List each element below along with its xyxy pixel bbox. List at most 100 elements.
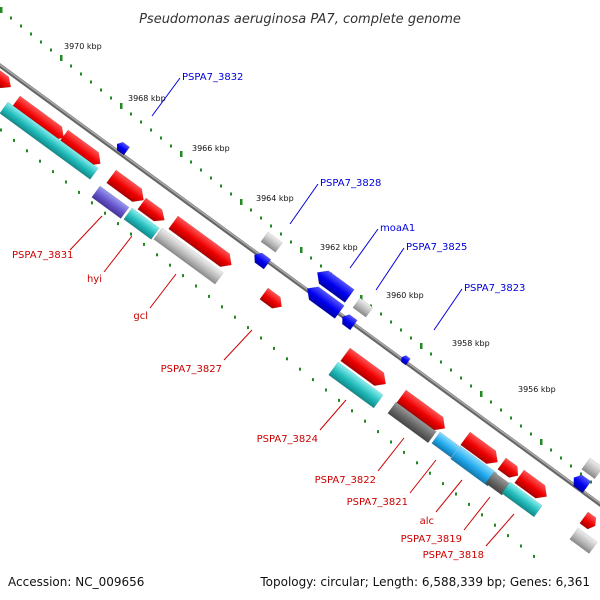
map-title: Pseudomonas aeruginosa PA7, complete gen… xyxy=(139,12,461,27)
gene-label-bottom[interactable]: hyi xyxy=(87,274,102,285)
gene-arrow[interactable] xyxy=(303,282,345,319)
gene-arrow-shape xyxy=(497,457,519,478)
scale-dot xyxy=(182,274,184,278)
gene-arrow[interactable] xyxy=(396,389,450,435)
scale-dot xyxy=(480,391,483,397)
scale-dot xyxy=(273,346,275,350)
scale-dot xyxy=(78,190,80,194)
rna-feature[interactable] xyxy=(328,361,384,409)
rna-feature-shape xyxy=(123,207,160,240)
rna-feature[interactable] xyxy=(123,207,160,240)
gene-label-bottom[interactable]: PSPA7_3827 xyxy=(161,364,222,375)
gene-label-top[interactable]: PSPA7_3825 xyxy=(406,242,467,253)
misc-feature[interactable] xyxy=(260,231,283,253)
misc-feature[interactable] xyxy=(352,297,374,318)
misc-feature[interactable] xyxy=(387,401,437,444)
gene-arrow-shape xyxy=(514,469,548,499)
scale-dot xyxy=(0,128,2,132)
misc-feature[interactable] xyxy=(569,527,598,554)
misc-feature-shape xyxy=(153,227,224,285)
misc-feature[interactable] xyxy=(485,471,511,496)
gene-arrow[interactable] xyxy=(340,347,391,390)
gene-label-bottom[interactable]: gcl xyxy=(133,311,148,322)
gene-arrow-shape xyxy=(168,215,232,267)
genome-backbone xyxy=(0,63,600,507)
scale-dot xyxy=(540,439,543,445)
gene-arrow-shape xyxy=(342,314,358,331)
scale-dot xyxy=(150,128,152,132)
gene-arrow[interactable] xyxy=(579,511,600,532)
scale-dot xyxy=(280,232,282,236)
scale-dot xyxy=(160,136,162,140)
backbone-line xyxy=(0,63,600,507)
rna-feature[interactable] xyxy=(0,101,99,180)
gene-arrow[interactable] xyxy=(460,431,503,469)
kbp-tick-label: 3968 kbp xyxy=(128,94,166,103)
label-leader-line xyxy=(103,235,133,273)
accession-text: Accession: NC_009656 xyxy=(8,575,144,589)
gene-label-top[interactable]: PSPA7_3823 xyxy=(464,283,525,294)
scale-dot xyxy=(130,112,132,116)
scale-dot xyxy=(494,523,496,527)
gene-label-top[interactable]: PSPA7_3832 xyxy=(182,72,243,83)
scale-dot xyxy=(403,450,405,454)
label-leader-line xyxy=(349,228,379,269)
gene-label-top[interactable]: moaA1 xyxy=(380,223,415,234)
gene-label-bottom[interactable]: PSPA7_3819 xyxy=(401,534,462,545)
gene-arrow[interactable] xyxy=(514,469,552,503)
gene-arrow[interactable] xyxy=(0,65,15,93)
gene-arrow[interactable] xyxy=(114,140,131,156)
gene-arrow-shape xyxy=(400,355,411,366)
gene-arrow[interactable] xyxy=(339,312,358,331)
gene-label-bottom[interactable]: alc xyxy=(420,516,434,527)
gene-label-bottom[interactable]: PSPA7_3821 xyxy=(347,497,408,508)
scale-dot xyxy=(400,328,402,332)
kbp-tick-label: 3960 kbp xyxy=(386,291,424,300)
gene-arrow[interactable] xyxy=(106,169,149,207)
rna-feature[interactable] xyxy=(431,431,460,458)
scale-dot xyxy=(455,492,457,496)
scale-dot xyxy=(230,192,232,196)
scale-dot xyxy=(430,352,432,356)
scale-dot xyxy=(533,554,535,558)
gene-label-bottom[interactable]: PSPA7_3824 xyxy=(257,434,318,445)
rna-feature[interactable] xyxy=(450,445,498,487)
label-leader-line xyxy=(409,459,437,494)
scale-dot xyxy=(460,376,462,380)
scale-dot xyxy=(390,320,392,324)
gene-arrow[interactable] xyxy=(313,266,355,303)
gene-arrow[interactable] xyxy=(259,287,286,312)
scale-dot xyxy=(270,224,272,228)
rna-feature[interactable] xyxy=(501,481,543,518)
label-leader-line xyxy=(289,183,319,225)
gene-label-bottom[interactable]: PSPA7_3822 xyxy=(315,475,376,486)
gene-arrow[interactable] xyxy=(168,215,237,271)
scale-dot xyxy=(351,409,353,413)
scale-dot xyxy=(338,398,340,402)
scale-dot xyxy=(440,360,442,364)
scale-dot xyxy=(234,315,236,319)
gene-label-top[interactable]: PSPA7_3828 xyxy=(320,178,381,189)
gene-arrow[interactable] xyxy=(497,457,522,481)
gene-label-bottom[interactable]: PSPA7_3831 xyxy=(12,250,73,261)
label-leader-line xyxy=(485,513,515,547)
scale-dot xyxy=(221,305,223,309)
scale-dot xyxy=(570,464,572,468)
gene-arrow[interactable] xyxy=(251,250,272,270)
rna-feature-shape xyxy=(431,431,460,458)
misc-feature[interactable] xyxy=(91,185,130,219)
rna-feature-shape xyxy=(450,445,498,487)
misc-feature[interactable] xyxy=(153,227,224,285)
gene-arrow[interactable] xyxy=(570,472,592,494)
gene-arrow-shape xyxy=(579,511,597,530)
gene-arrow[interactable] xyxy=(399,354,411,366)
scale-dot xyxy=(299,367,301,371)
gene-label-bottom[interactable]: PSPA7_3818 xyxy=(423,550,484,561)
scale-dot xyxy=(320,264,322,268)
gene-arrow[interactable] xyxy=(137,197,169,226)
misc-feature[interactable] xyxy=(581,457,600,480)
scale-dot xyxy=(520,544,522,548)
scale-dot xyxy=(80,72,82,76)
kbp-tick-label: 3964 kbp xyxy=(256,194,294,203)
scale-dot xyxy=(130,232,132,236)
